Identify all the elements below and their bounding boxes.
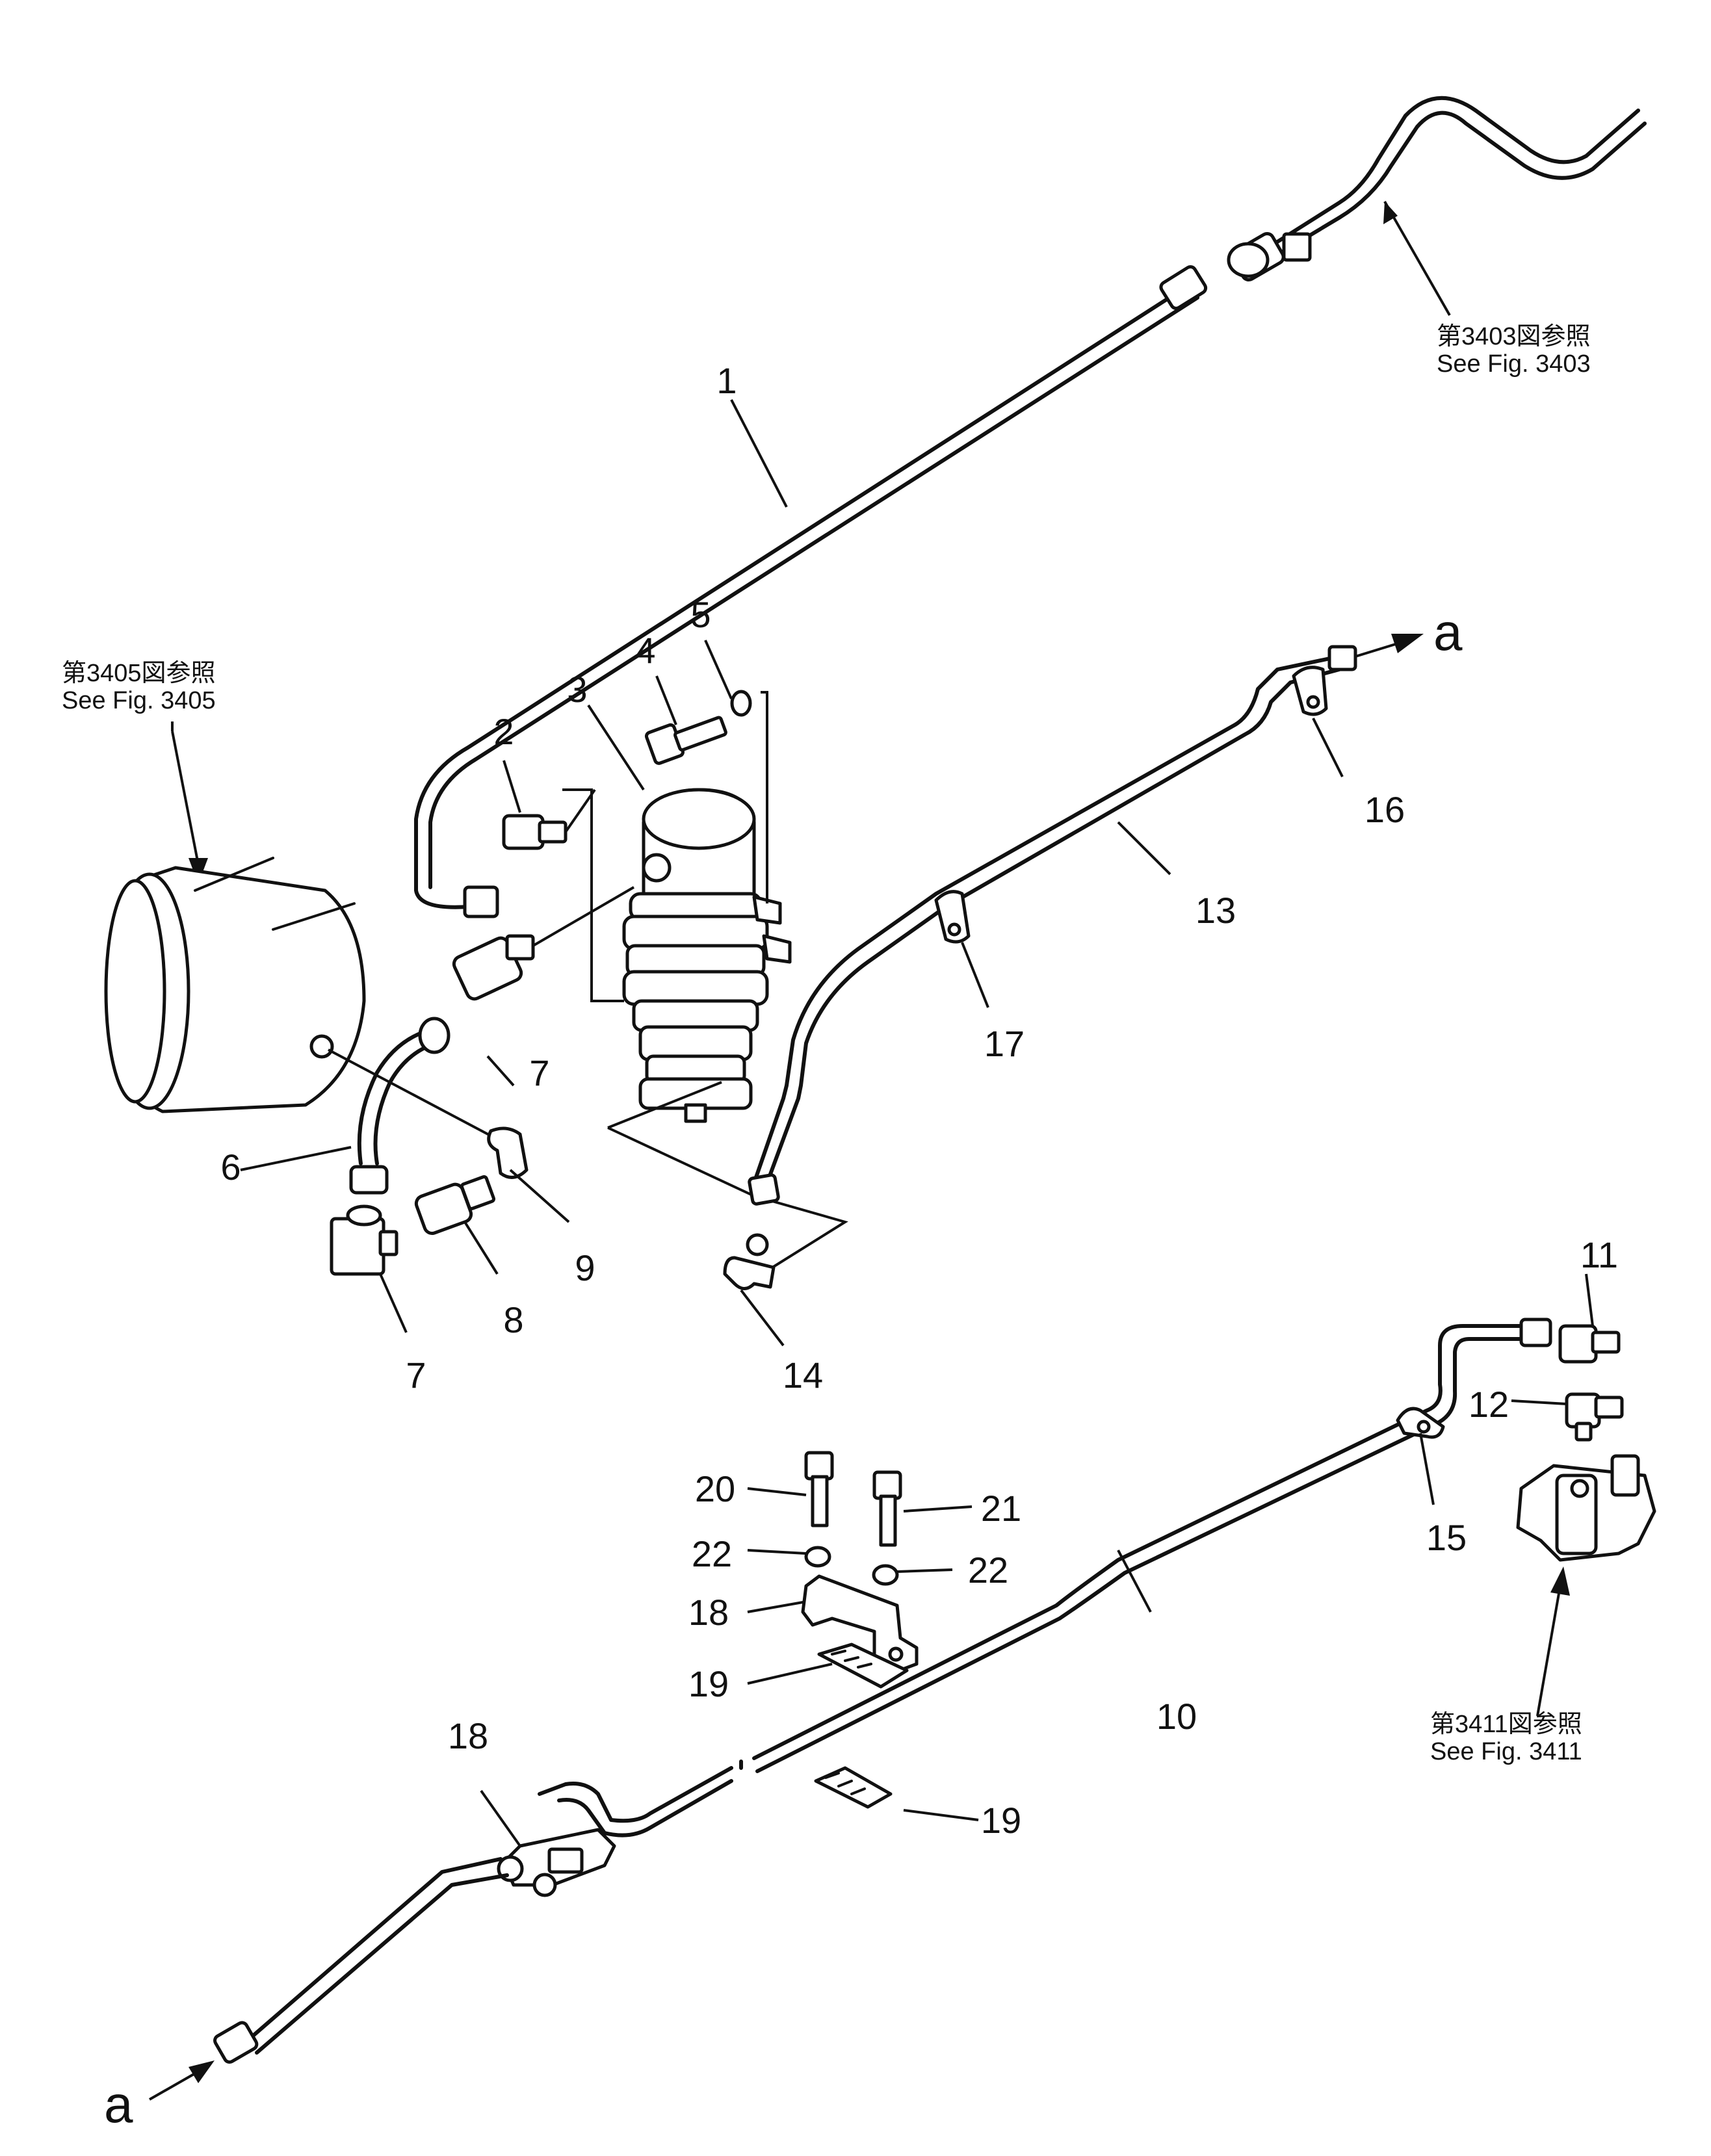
callout-11: 11 <box>1580 1234 1618 1275</box>
callout-17: 17 <box>984 1023 1025 1064</box>
callout-14: 14 <box>783 1355 823 1396</box>
callout-8: 8 <box>503 1299 523 1340</box>
fitting-2 <box>502 788 596 850</box>
callout-22-right: 22 <box>968 1550 1008 1591</box>
callout-18-lower: 18 <box>448 1715 488 1756</box>
callout-6: 6 <box>220 1147 241 1188</box>
bolt-4 <box>644 716 727 765</box>
fitting-12 <box>1565 1392 1624 1442</box>
cushion-19-upper <box>817 1643 909 1689</box>
callout-7-lower: 7 <box>406 1355 426 1396</box>
svg-text:第3405図参照: 第3405図参照 <box>62 660 216 687</box>
fitting-8 <box>414 1175 496 1235</box>
bracket-lines-right <box>761 691 768 903</box>
callout-leaders <box>240 399 1594 1847</box>
callout-12: 12 <box>1469 1384 1509 1425</box>
callout-3: 3 <box>567 669 587 710</box>
callout-19-lower: 19 <box>981 1800 1021 1841</box>
arrow-a-lower-line <box>149 2072 196 2101</box>
ref-3403-label: 第3403図参照 See Fig. 3403 <box>1437 323 1591 378</box>
pipe-1 <box>414 265 1208 918</box>
air-tank <box>104 857 366 1113</box>
arrow-a-lower-head <box>189 2060 215 2083</box>
bracket-18-lower <box>497 1828 616 1897</box>
bracket-lines-upper <box>562 788 624 1002</box>
arrow-a-upper-line <box>1355 642 1398 658</box>
washer-22-right <box>872 1564 899 1586</box>
washer-5 <box>730 690 752 717</box>
arrow-3411 <box>1550 1566 1570 1596</box>
callout-16: 16 <box>1365 789 1405 830</box>
clamp-16 <box>1292 666 1328 716</box>
callout-1: 1 <box>716 360 737 401</box>
callout-2: 2 <box>493 711 514 752</box>
valve-3411 <box>1516 1454 1656 1562</box>
arrow-a-upper-head <box>1391 634 1424 653</box>
clamp-17 <box>934 890 971 944</box>
arrow-3403 <box>1383 201 1398 224</box>
air-dryer <box>622 788 792 1123</box>
svg-text:第3403図参照: 第3403図参照 <box>1437 323 1591 350</box>
elbow-14 <box>723 1233 776 1290</box>
pipe-13 <box>748 645 1357 1206</box>
block-7-lower <box>330 1204 398 1276</box>
svg-text:See Fig. 3405: See Fig. 3405 <box>62 687 216 714</box>
ref-3411-label: 第3411図参照 See Fig. 3411 <box>1430 1711 1582 1765</box>
elbow-7-upper <box>452 886 635 1001</box>
callout-20: 20 <box>695 1468 735 1509</box>
callout-22-left: 22 <box>692 1533 732 1574</box>
callout-7-upper: 7 <box>529 1052 549 1093</box>
tank-to-elbow-line <box>328 1048 495 1139</box>
callout-5: 5 <box>690 594 711 635</box>
pipe-10 <box>538 1318 1552 1838</box>
callout-18-upper: 18 <box>688 1592 729 1633</box>
fitting-11 <box>1558 1324 1621 1364</box>
cushion-19-lower <box>814 1766 893 1809</box>
elbow-9 <box>487 1126 529 1179</box>
callout-15: 15 <box>1426 1517 1467 1558</box>
leader-3405 <box>171 721 200 865</box>
svg-text:See Fig. 3403: See Fig. 3403 <box>1437 350 1591 378</box>
callout-19-upper: 19 <box>688 1663 729 1704</box>
connection-a-lower: a <box>104 2075 133 2133</box>
pipe-lower-a <box>213 1857 509 2064</box>
ref-3405-label: 第3405図参照 See Fig. 3405 <box>62 660 216 714</box>
callout-numbers: 1 2 3 4 5 6 7 7 8 9 10 11 12 13 14 15 16… <box>220 360 1618 1841</box>
callout-13: 13 <box>1195 890 1236 931</box>
svg-text:第3411図参照: 第3411図参照 <box>1430 1711 1582 1738</box>
callout-10: 10 <box>1156 1696 1197 1737</box>
connection-a-upper: a <box>1433 603 1463 661</box>
pipe-to-3403 <box>1227 96 1647 281</box>
callout-9: 9 <box>575 1247 595 1288</box>
leader-3403 <box>1383 201 1451 316</box>
callout-21: 21 <box>981 1488 1021 1529</box>
svg-text:See Fig. 3411: See Fig. 3411 <box>1430 1738 1582 1765</box>
bolt-21 <box>872 1470 902 1547</box>
bracket-lines-lower <box>607 1081 848 1272</box>
clamp-15 <box>1396 1407 1445 1439</box>
leader-3411 <box>1536 1585 1561 1717</box>
bolt-20 <box>804 1451 834 1527</box>
washer-22-left <box>804 1546 831 1568</box>
callout-4: 4 <box>635 630 655 671</box>
